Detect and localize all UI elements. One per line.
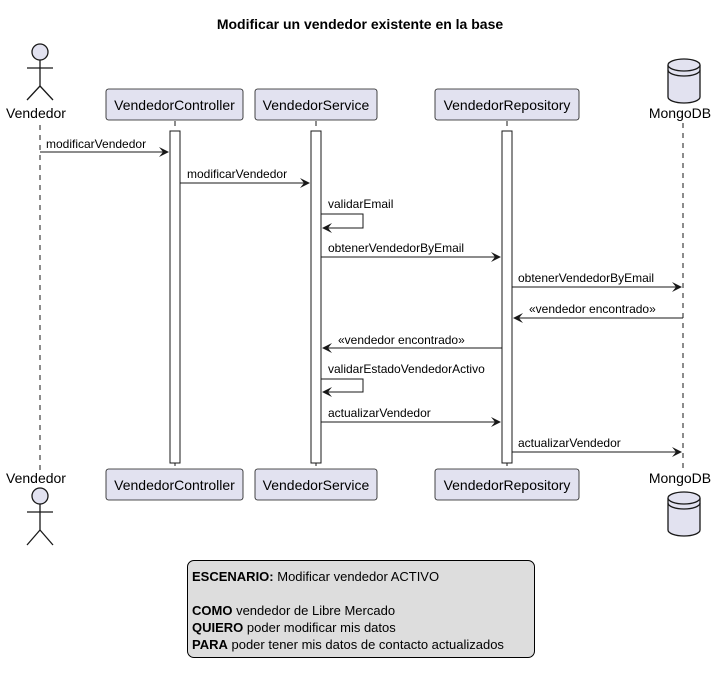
message-arrow-8-self: [321, 378, 364, 397]
participant-label-repository-bottom: VendedorRepository: [444, 477, 571, 493]
message-label-1: modificarVendedor: [46, 137, 146, 151]
activation-bar-controller: [169, 130, 181, 464]
note-line-para: PARA poder tener mis datos de contacto a…: [192, 636, 530, 653]
note-line-como: COMO vendedor de Libre Mercado: [192, 602, 530, 619]
note-spacer: [192, 585, 530, 602]
message-label-5: obtenerVendedorByEmail: [518, 271, 654, 285]
note-text-como: vendedor de Libre Mercado: [232, 603, 396, 618]
note-line-quiero: QUIERO poder modificar mis datos: [192, 619, 530, 636]
participant-label-controller-top: VendedorController: [114, 97, 235, 113]
participant-box-controller-top: [105, 88, 244, 121]
actor-vendedor-top: [26, 43, 54, 101]
participant-box-controller-bottom: [105, 468, 244, 501]
activation-bar-service: [310, 130, 322, 464]
note-line-escenario: ESCENARIO: Modificar vendedor ACTIVO: [192, 568, 530, 585]
message-arrow-3-self: [321, 213, 364, 233]
message-label-4: obtenerVendedorByEmail: [328, 241, 464, 255]
participant-label-vendedor-top: Vendedor: [6, 105, 66, 121]
participant-box-service-top: [254, 88, 378, 121]
database-icon-top: [667, 58, 701, 104]
message-label-3: validarEmail: [328, 197, 393, 211]
participant-label-mongodb-top: MongoDB: [649, 105, 711, 121]
participant-label-vendedor-bottom: Vendedor: [6, 470, 66, 486]
participant-box-repository-top: [434, 88, 580, 121]
message-label-8: validarEstadoVendedorActivo: [328, 362, 485, 376]
diagram-title: Modificar un vendedor existente en la ba…: [217, 16, 504, 32]
message-label-10: actualizarVendedor: [518, 436, 621, 450]
participant-box-repository-bottom: [434, 468, 580, 501]
message-label-9: actualizarVendedor: [328, 406, 431, 420]
note-text-quiero: poder modificar mis datos: [243, 620, 396, 635]
note-key-para: PARA: [192, 637, 228, 652]
actor-vendedor-bottom: [26, 487, 54, 546]
note-text-para: poder tener mis datos de contacto actual…: [227, 637, 504, 652]
participant-label-service-top: VendedorService: [263, 97, 370, 113]
activation-bar-repository: [501, 130, 513, 464]
database-icon-bottom: [667, 491, 701, 537]
note-key-como: COMO: [192, 603, 233, 618]
note-text-escenario: Modificar vendedor ACTIVO: [273, 569, 440, 584]
participant-label-service-bottom: VendedorService: [263, 477, 370, 493]
message-label-2: modificarVendedor: [187, 167, 287, 181]
participant-label-controller-bottom: VendedorController: [114, 477, 235, 493]
scenario-note: ESCENARIO: Modificar vendedor ACTIVO COM…: [187, 560, 535, 658]
participant-label-repository-top: VendedorRepository: [444, 97, 571, 113]
note-key-quiero: QUIERO: [192, 620, 244, 635]
note-key-escenario: ESCENARIO:: [192, 569, 274, 584]
message-label-6: «vendedor encontrado»: [529, 302, 656, 316]
participant-box-service-bottom: [254, 468, 378, 501]
message-label-7: «vendedor encontrado»: [338, 333, 465, 347]
participant-label-mongodb-bottom: MongoDB: [649, 470, 711, 486]
